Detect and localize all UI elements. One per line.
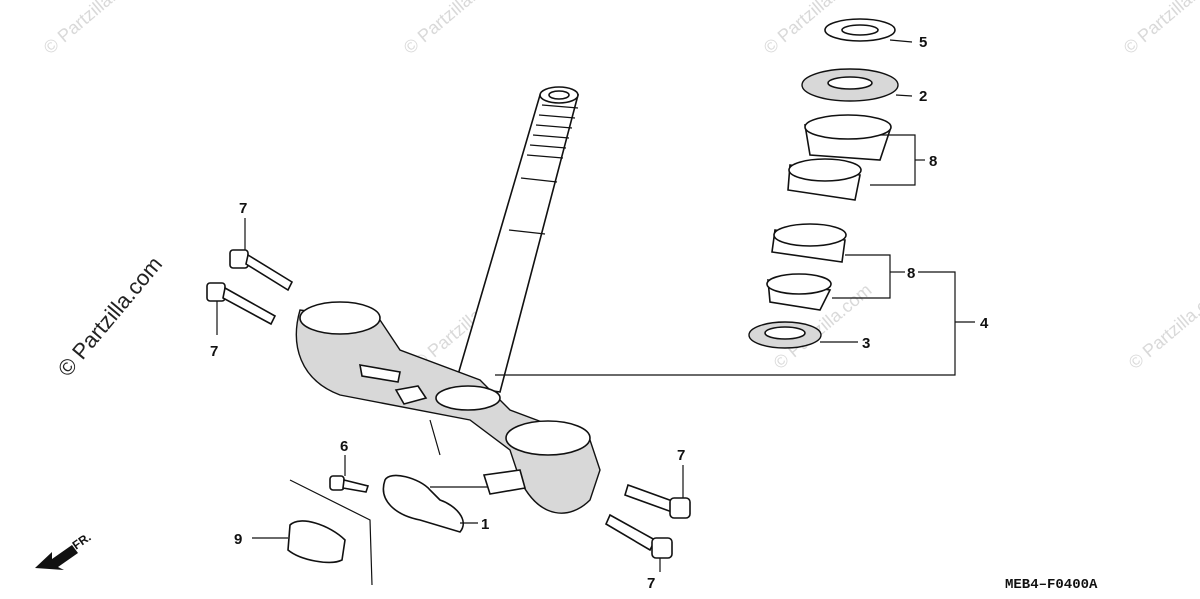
clip xyxy=(287,520,346,564)
callout-9: 9 xyxy=(234,531,242,548)
panel-edge-line xyxy=(289,479,373,586)
lower-dust-seal xyxy=(748,321,822,349)
dust-seal xyxy=(801,68,899,102)
callout-4: 4 xyxy=(980,315,989,332)
callout-8-upper: 8 xyxy=(929,153,937,170)
watermark-group: © Partzilla.com © Partzilla.com © Partzi… xyxy=(40,0,1200,373)
upper-bearing xyxy=(804,114,892,161)
bolt-lower-right-1 xyxy=(624,483,691,519)
watermark: © Partzilla.com xyxy=(1125,280,1200,373)
steering-stem-shaft xyxy=(453,86,580,393)
callout-7-right: 7 xyxy=(677,447,685,464)
callout-5: 5 xyxy=(919,34,927,51)
callout-1: 1 xyxy=(481,516,489,533)
watermark: © Partzilla.com xyxy=(40,0,146,58)
bolt-upper-left-1 xyxy=(229,249,294,292)
lower-triple-clamp xyxy=(295,301,601,514)
diagram-code: MEB4–F0400A xyxy=(1005,577,1098,593)
lower-race xyxy=(771,223,847,263)
callout-2: 2 xyxy=(919,88,927,105)
watermark: © Partzilla.com xyxy=(400,0,506,58)
watermark-large: © Partzilla.com xyxy=(53,252,167,382)
watermark: © Partzilla.com xyxy=(1120,0,1200,58)
leader-lines xyxy=(216,39,975,572)
callout-3: 3 xyxy=(862,335,870,352)
wire-clamp xyxy=(382,474,464,533)
lock-nut xyxy=(824,18,896,42)
bolt-upper-left-2 xyxy=(206,282,277,326)
callout-8-lower: 8 xyxy=(907,265,915,282)
callout-7-bottom: 7 xyxy=(647,575,655,592)
bolt-lower-right-2 xyxy=(604,513,673,559)
lower-bearing xyxy=(766,273,832,311)
upper-race xyxy=(787,158,862,201)
small-bolt xyxy=(329,475,370,493)
callout-7-upper: 7 xyxy=(239,200,247,217)
callout-6: 6 xyxy=(340,438,348,455)
callout-7-left: 7 xyxy=(210,343,218,360)
front-direction-arrow: FR. xyxy=(35,530,94,570)
